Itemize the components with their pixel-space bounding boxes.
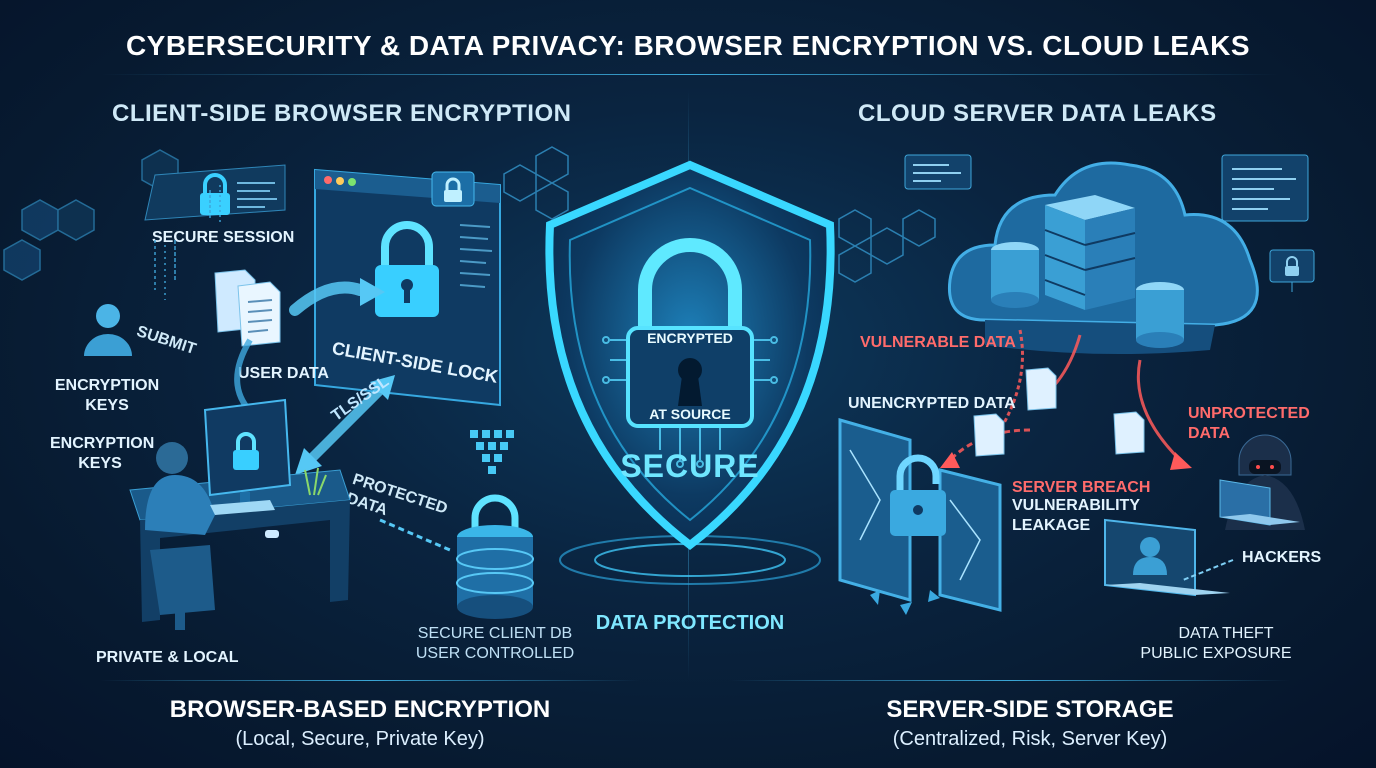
shield-icon bbox=[545, 160, 835, 585]
secure-session-card bbox=[144, 164, 286, 221]
title-divider bbox=[100, 74, 1280, 75]
right-bottom-sub: (Centralized, Risk, Server Key) bbox=[892, 728, 1168, 750]
lock-icon bbox=[1269, 249, 1315, 292]
hackers-label: HACKERS bbox=[1242, 549, 1322, 566]
user-at-desk bbox=[129, 398, 351, 630]
lock-icon bbox=[431, 171, 475, 207]
secure-session-label: SECURE SESSION bbox=[152, 229, 295, 246]
hacker-icon bbox=[1219, 434, 1305, 530]
browser-window-icon bbox=[314, 168, 501, 407]
document-icon bbox=[1025, 367, 1057, 411]
bottom-divider-right bbox=[730, 680, 1290, 681]
secure-client-db-label: SECURE CLIENT DB bbox=[417, 625, 573, 642]
unprotected-data-label: UNPROTECTED DATA bbox=[1188, 405, 1310, 442]
user-controlled-label: USER CONTROLLED bbox=[415, 645, 575, 662]
laptop-icon bbox=[1219, 479, 1300, 526]
encrypted-label: ENCRYPTED bbox=[647, 330, 733, 346]
vulnerability-leakage-label: VULNERABILITY LEAKAGE bbox=[1012, 497, 1140, 534]
lock-icon bbox=[375, 221, 439, 317]
server-icon bbox=[1044, 195, 1136, 310]
secure-label: SECURE bbox=[620, 448, 760, 484]
public-exposure-label: PUBLIC EXPOSURE bbox=[1140, 645, 1292, 662]
laptop-icon bbox=[1104, 518, 1230, 597]
private-local-label: PRIVATE & LOCAL bbox=[96, 649, 239, 666]
server-breach-label: SERVER BREACH bbox=[1012, 479, 1151, 496]
data-protection-label: DATA PROTECTION bbox=[595, 612, 785, 634]
theft-arrow bbox=[1182, 559, 1234, 581]
bottom-divider-left bbox=[100, 680, 640, 681]
data-pixels bbox=[470, 430, 514, 474]
cloud-icon bbox=[947, 161, 1259, 354]
hexagon-icon bbox=[3, 149, 179, 281]
left-bottom-heading: BROWSER-BASED ENCRYPTION bbox=[169, 696, 551, 723]
monitor bbox=[203, 398, 292, 506]
document-icon bbox=[973, 413, 1005, 457]
right-heading: CLOUD SERVER DATA LEAKS bbox=[858, 100, 1217, 127]
code-card bbox=[1221, 154, 1309, 222]
lock-icon bbox=[626, 238, 754, 428]
data-theft-label: DATA THEFT bbox=[1178, 625, 1274, 642]
user-icon bbox=[84, 304, 132, 356]
submit-label: SUBMIT bbox=[134, 322, 199, 359]
code-card bbox=[904, 154, 972, 190]
document-icon bbox=[1113, 411, 1145, 455]
vulnerable-data-label: VULNERABLE DATA bbox=[860, 334, 1016, 351]
broken-lock-panel bbox=[838, 418, 1002, 615]
user-data-label: USER DATA bbox=[238, 365, 329, 382]
lock-icon bbox=[233, 432, 259, 470]
encryption-keys-label-2: ENCRYPTION KEYS bbox=[50, 435, 155, 472]
unencrypted-data-label: UNENCRYPTED DATA bbox=[848, 395, 1016, 412]
lock-icon bbox=[890, 454, 946, 536]
left-heading: CLIENT-SIDE BROWSER ENCRYPTION bbox=[112, 100, 572, 127]
hexagon-icon bbox=[503, 146, 569, 220]
at-source-label: AT SOURCE bbox=[649, 406, 731, 422]
hexagon-icon bbox=[838, 209, 936, 283]
lock-icon bbox=[200, 173, 230, 215]
binary-stream bbox=[154, 185, 221, 300]
encryption-keys-label-1: ENCRYPTION KEYS bbox=[54, 377, 160, 414]
left-bottom-sub: (Local, Secure, Private Key) bbox=[235, 728, 485, 750]
database-icon bbox=[991, 242, 1184, 348]
database-icon bbox=[456, 494, 534, 619]
document-icon bbox=[214, 269, 281, 347]
page-title: CYBERSECURITY & DATA PRIVACY: BROWSER EN… bbox=[125, 30, 1251, 61]
right-bottom-heading: SERVER-SIDE STORAGE bbox=[886, 696, 1174, 723]
